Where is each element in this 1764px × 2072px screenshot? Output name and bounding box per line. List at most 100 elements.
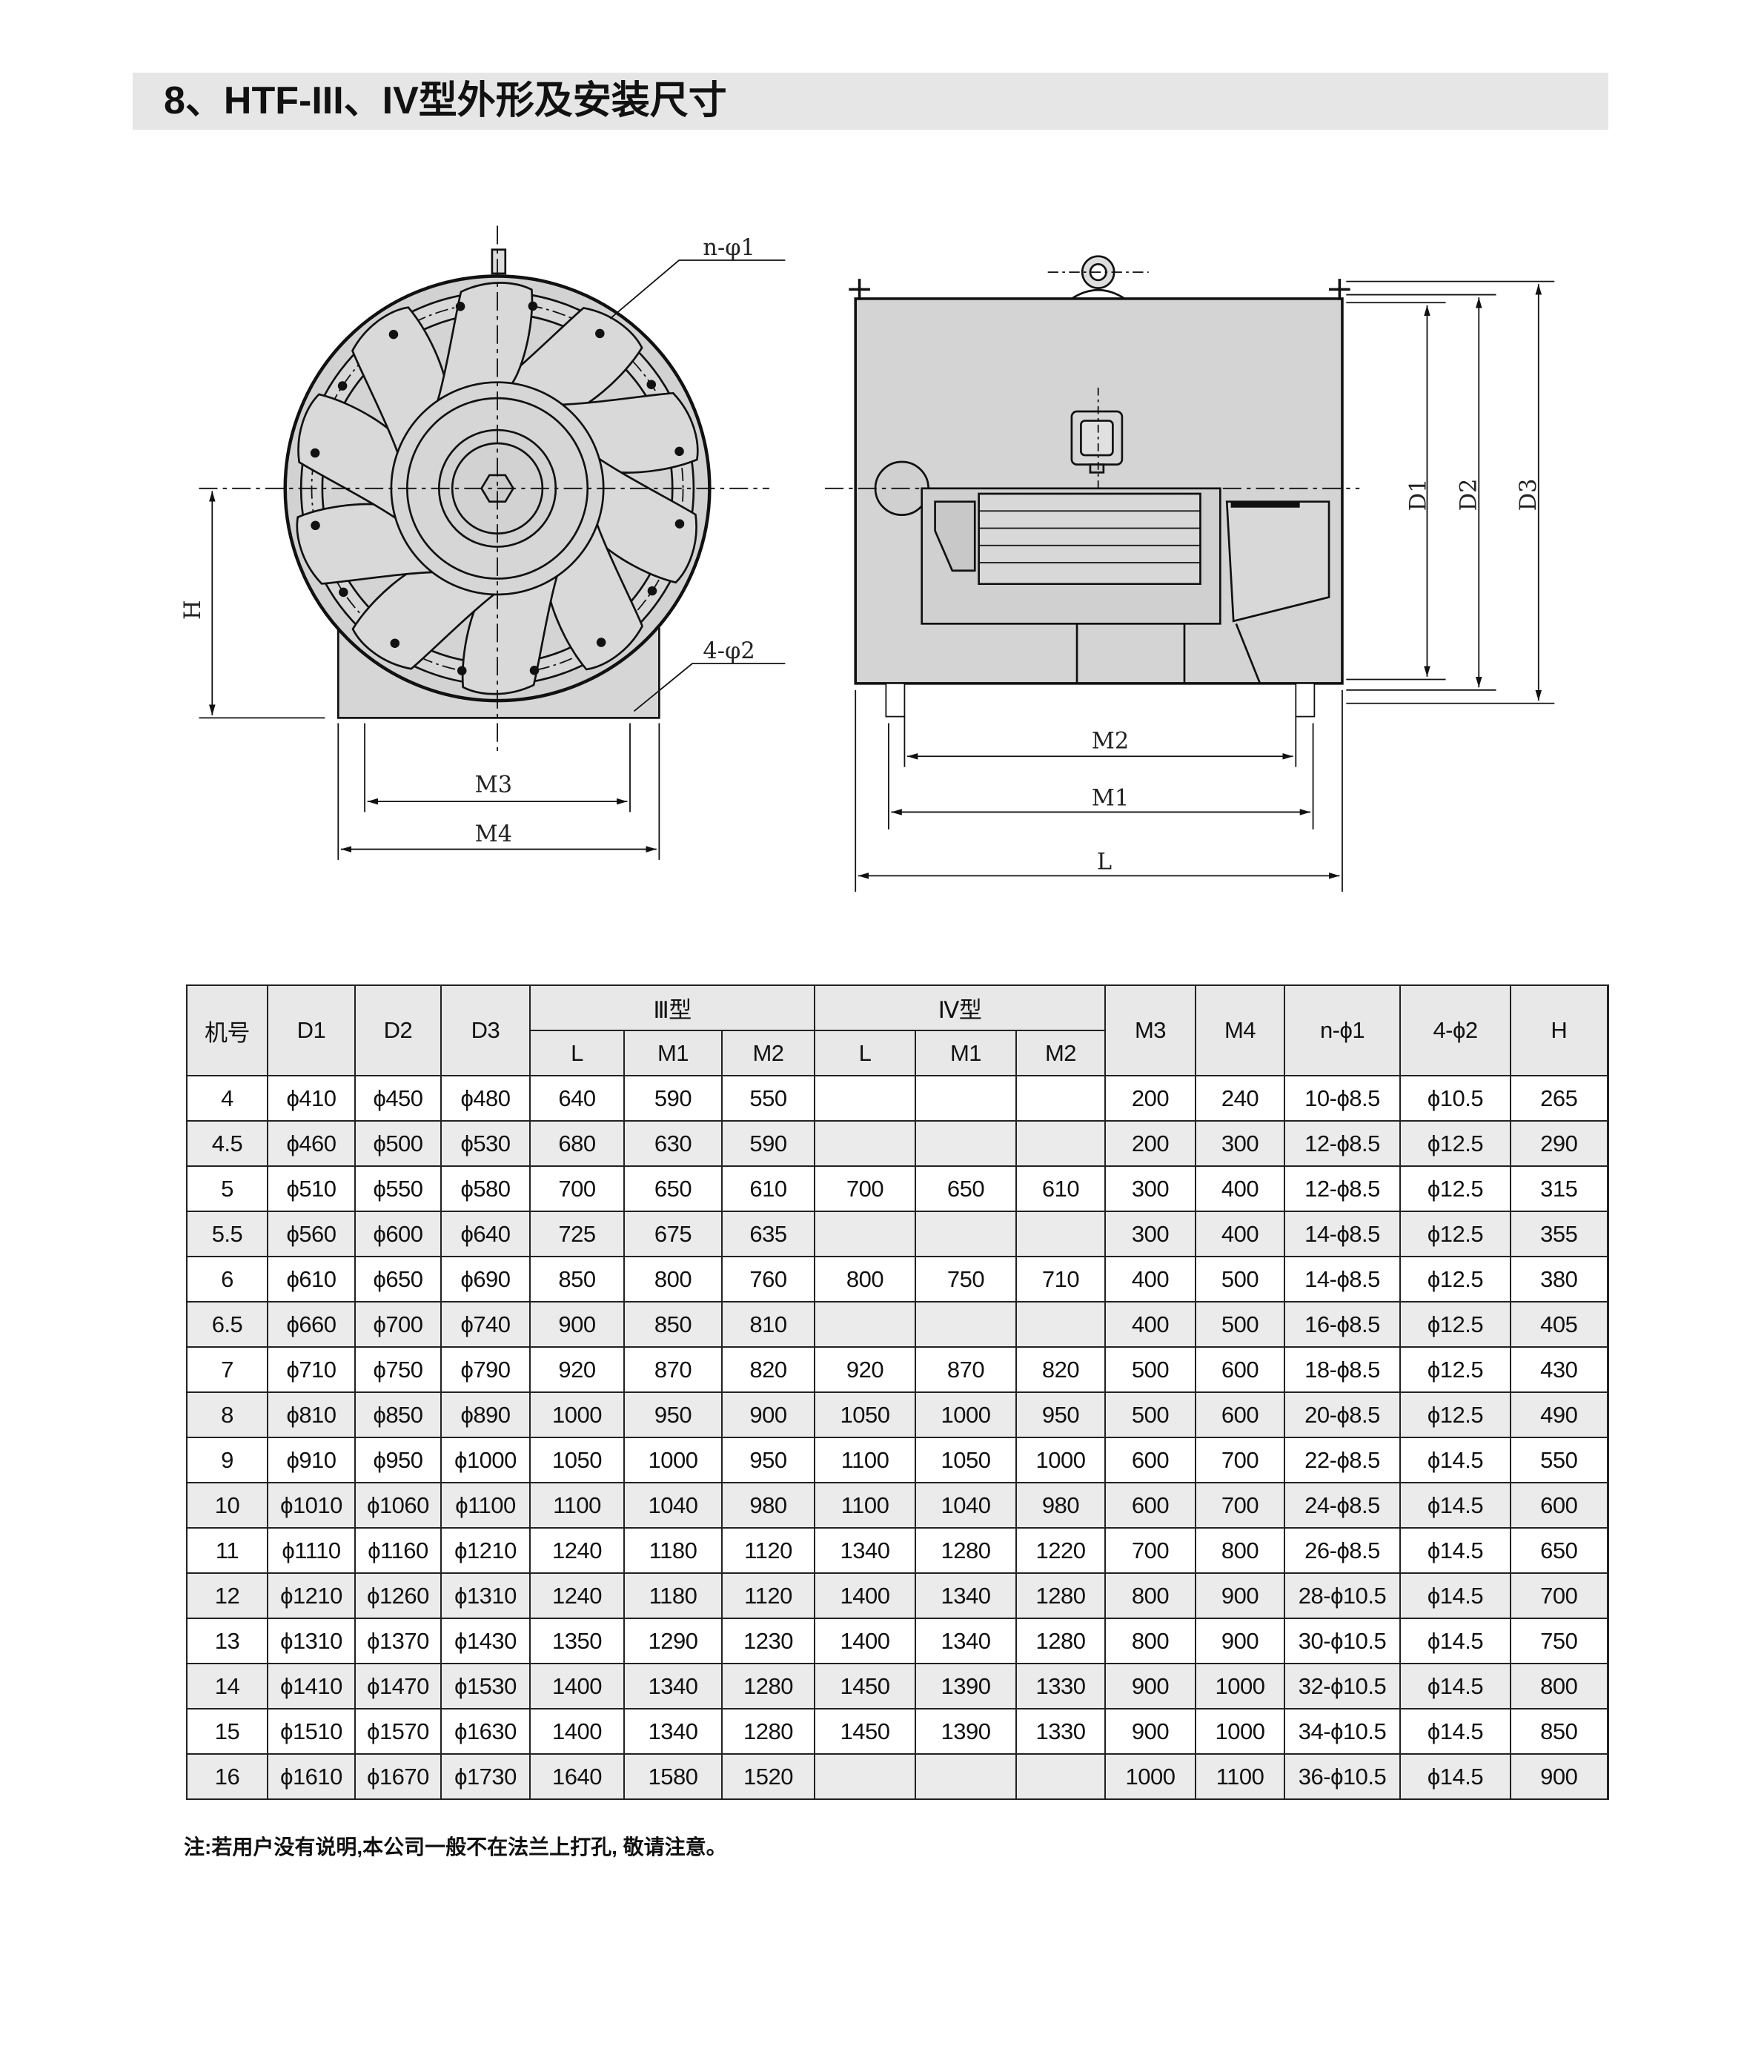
table-cell: 760 (720, 1256, 816, 1303)
table-cell: 650 (915, 1165, 1018, 1212)
table-cell: ϕ1510 (267, 1708, 356, 1755)
table-cell: 850 (623, 1301, 723, 1348)
table-cell: 400 (1104, 1256, 1197, 1303)
table-cell: ϕ1410 (267, 1663, 356, 1709)
table-cell: ϕ530 (440, 1120, 531, 1167)
table-cell: 400 (1104, 1301, 1197, 1348)
table-cell: ϕ410 (267, 1075, 356, 1122)
table-cell: 1400 (529, 1708, 625, 1755)
table-cell: 850 (1510, 1708, 1609, 1755)
side-view (825, 255, 1555, 892)
table-cell: 265 (1510, 1075, 1609, 1122)
table-cell: 900 (1195, 1572, 1286, 1619)
table-cell: ϕ14.5 (1399, 1527, 1512, 1574)
table-cell: 500 (1104, 1346, 1197, 1393)
bolt-hole (339, 587, 348, 598)
table-cell: 920 (814, 1346, 917, 1393)
table-cell: ϕ890 (440, 1391, 531, 1438)
table-cell (814, 1120, 917, 1167)
table-cell: 12 (186, 1572, 268, 1619)
table-cell: 900 (529, 1301, 625, 1348)
table-cell: ϕ14.5 (1399, 1663, 1512, 1709)
table-cell: ϕ1630 (440, 1708, 531, 1755)
header-d1: D1 (267, 984, 356, 1076)
table-cell: 4 (186, 1075, 268, 1122)
table-cell: 700 (1195, 1437, 1286, 1483)
table-cell: 950 (623, 1391, 723, 1438)
table-cell: 14-ϕ8.5 (1284, 1256, 1402, 1303)
table-cell: ϕ790 (440, 1346, 531, 1393)
table-cell: ϕ1310 (267, 1618, 356, 1664)
table-cell: 7 (186, 1346, 268, 1393)
header-h: H (1510, 984, 1609, 1076)
header-m4: M4 (1195, 984, 1286, 1076)
header-type3-l: L (529, 1030, 625, 1076)
foot-right (1295, 682, 1316, 718)
table-cell: 750 (915, 1256, 1018, 1303)
table-cell: ϕ750 (354, 1346, 442, 1393)
table-cell: ϕ1570 (354, 1708, 442, 1755)
bolt-hole (337, 381, 348, 391)
table-cell: 1180 (623, 1527, 723, 1574)
table-cell: 900 (1104, 1663, 1197, 1709)
table-cell: 490 (1510, 1391, 1609, 1438)
table-cell: 700 (814, 1165, 917, 1212)
table-cell: 4.5 (186, 1120, 268, 1167)
header-type4: Ⅳ型 (814, 984, 1107, 1031)
table-cell: ϕ10.5 (1399, 1075, 1512, 1122)
table-cell: 920 (529, 1346, 625, 1393)
table-cell: 400 (1195, 1165, 1286, 1212)
table-cell: ϕ1430 (440, 1618, 531, 1664)
table-cell: 36-ϕ10.5 (1284, 1753, 1402, 1800)
table-cell: ϕ12.5 (1399, 1120, 1512, 1167)
table-cell: ϕ550 (354, 1165, 442, 1212)
table-cell: 10 (186, 1482, 268, 1529)
table-cell: 725 (529, 1211, 625, 1257)
table-cell: ϕ1670 (354, 1753, 442, 1800)
dimension-drawing: n-φ1 4-φ2 H M3 M4 D1 D2 (180, 225, 1555, 892)
table-cell: 900 (1510, 1753, 1609, 1800)
bolt-hole (647, 586, 657, 596)
table-cell: 15 (186, 1708, 268, 1755)
table-cell: 430 (1510, 1346, 1609, 1393)
table-cell: ϕ14.5 (1399, 1572, 1512, 1619)
dimension-table: 机号 D1 D2 D3 Ⅲ型 Ⅳ型 M3 M4 n-ϕ1 4-ϕ2 H L M1… (186, 984, 1609, 1800)
table-cell: ϕ1060 (354, 1482, 442, 1529)
table-cell (814, 1301, 917, 1348)
table-cell: 1520 (720, 1753, 816, 1800)
header-d2: D2 (354, 984, 442, 1076)
table-cell: ϕ510 (267, 1165, 356, 1212)
table-cell: ϕ810 (267, 1391, 356, 1438)
table-cell: 600 (1104, 1437, 1197, 1483)
table-cell: 1100 (529, 1482, 625, 1529)
table-cell: 950 (720, 1437, 816, 1483)
table-cell: 200 (1104, 1075, 1197, 1122)
table-cell: 1400 (529, 1663, 625, 1709)
table-cell: ϕ1100 (440, 1482, 531, 1529)
label-D2: D2 (1456, 479, 1482, 512)
table-cell: 1280 (720, 1663, 816, 1709)
footnote: 注:若用户没有说明,本公司一般不在法兰上打孔, 敬请注意。 (184, 1836, 727, 1858)
table-cell: 850 (529, 1256, 625, 1303)
table-cell: 16 (186, 1753, 268, 1800)
table-cell: 300 (1104, 1165, 1197, 1212)
table-cell (814, 1211, 917, 1257)
table-cell: 500 (1195, 1256, 1286, 1303)
front-view (199, 225, 786, 860)
table-cell: 315 (1510, 1165, 1609, 1212)
table-cell: 12-ϕ8.5 (1284, 1165, 1402, 1212)
table-cell: 30-ϕ10.5 (1284, 1618, 1402, 1664)
table-cell: ϕ660 (267, 1301, 356, 1348)
table-cell: 1580 (623, 1753, 723, 1800)
table-cell: 610 (720, 1165, 816, 1212)
table-cell: 600 (1104, 1482, 1197, 1529)
table-cell: 1050 (915, 1437, 1018, 1483)
table-cell: ϕ740 (440, 1301, 531, 1348)
